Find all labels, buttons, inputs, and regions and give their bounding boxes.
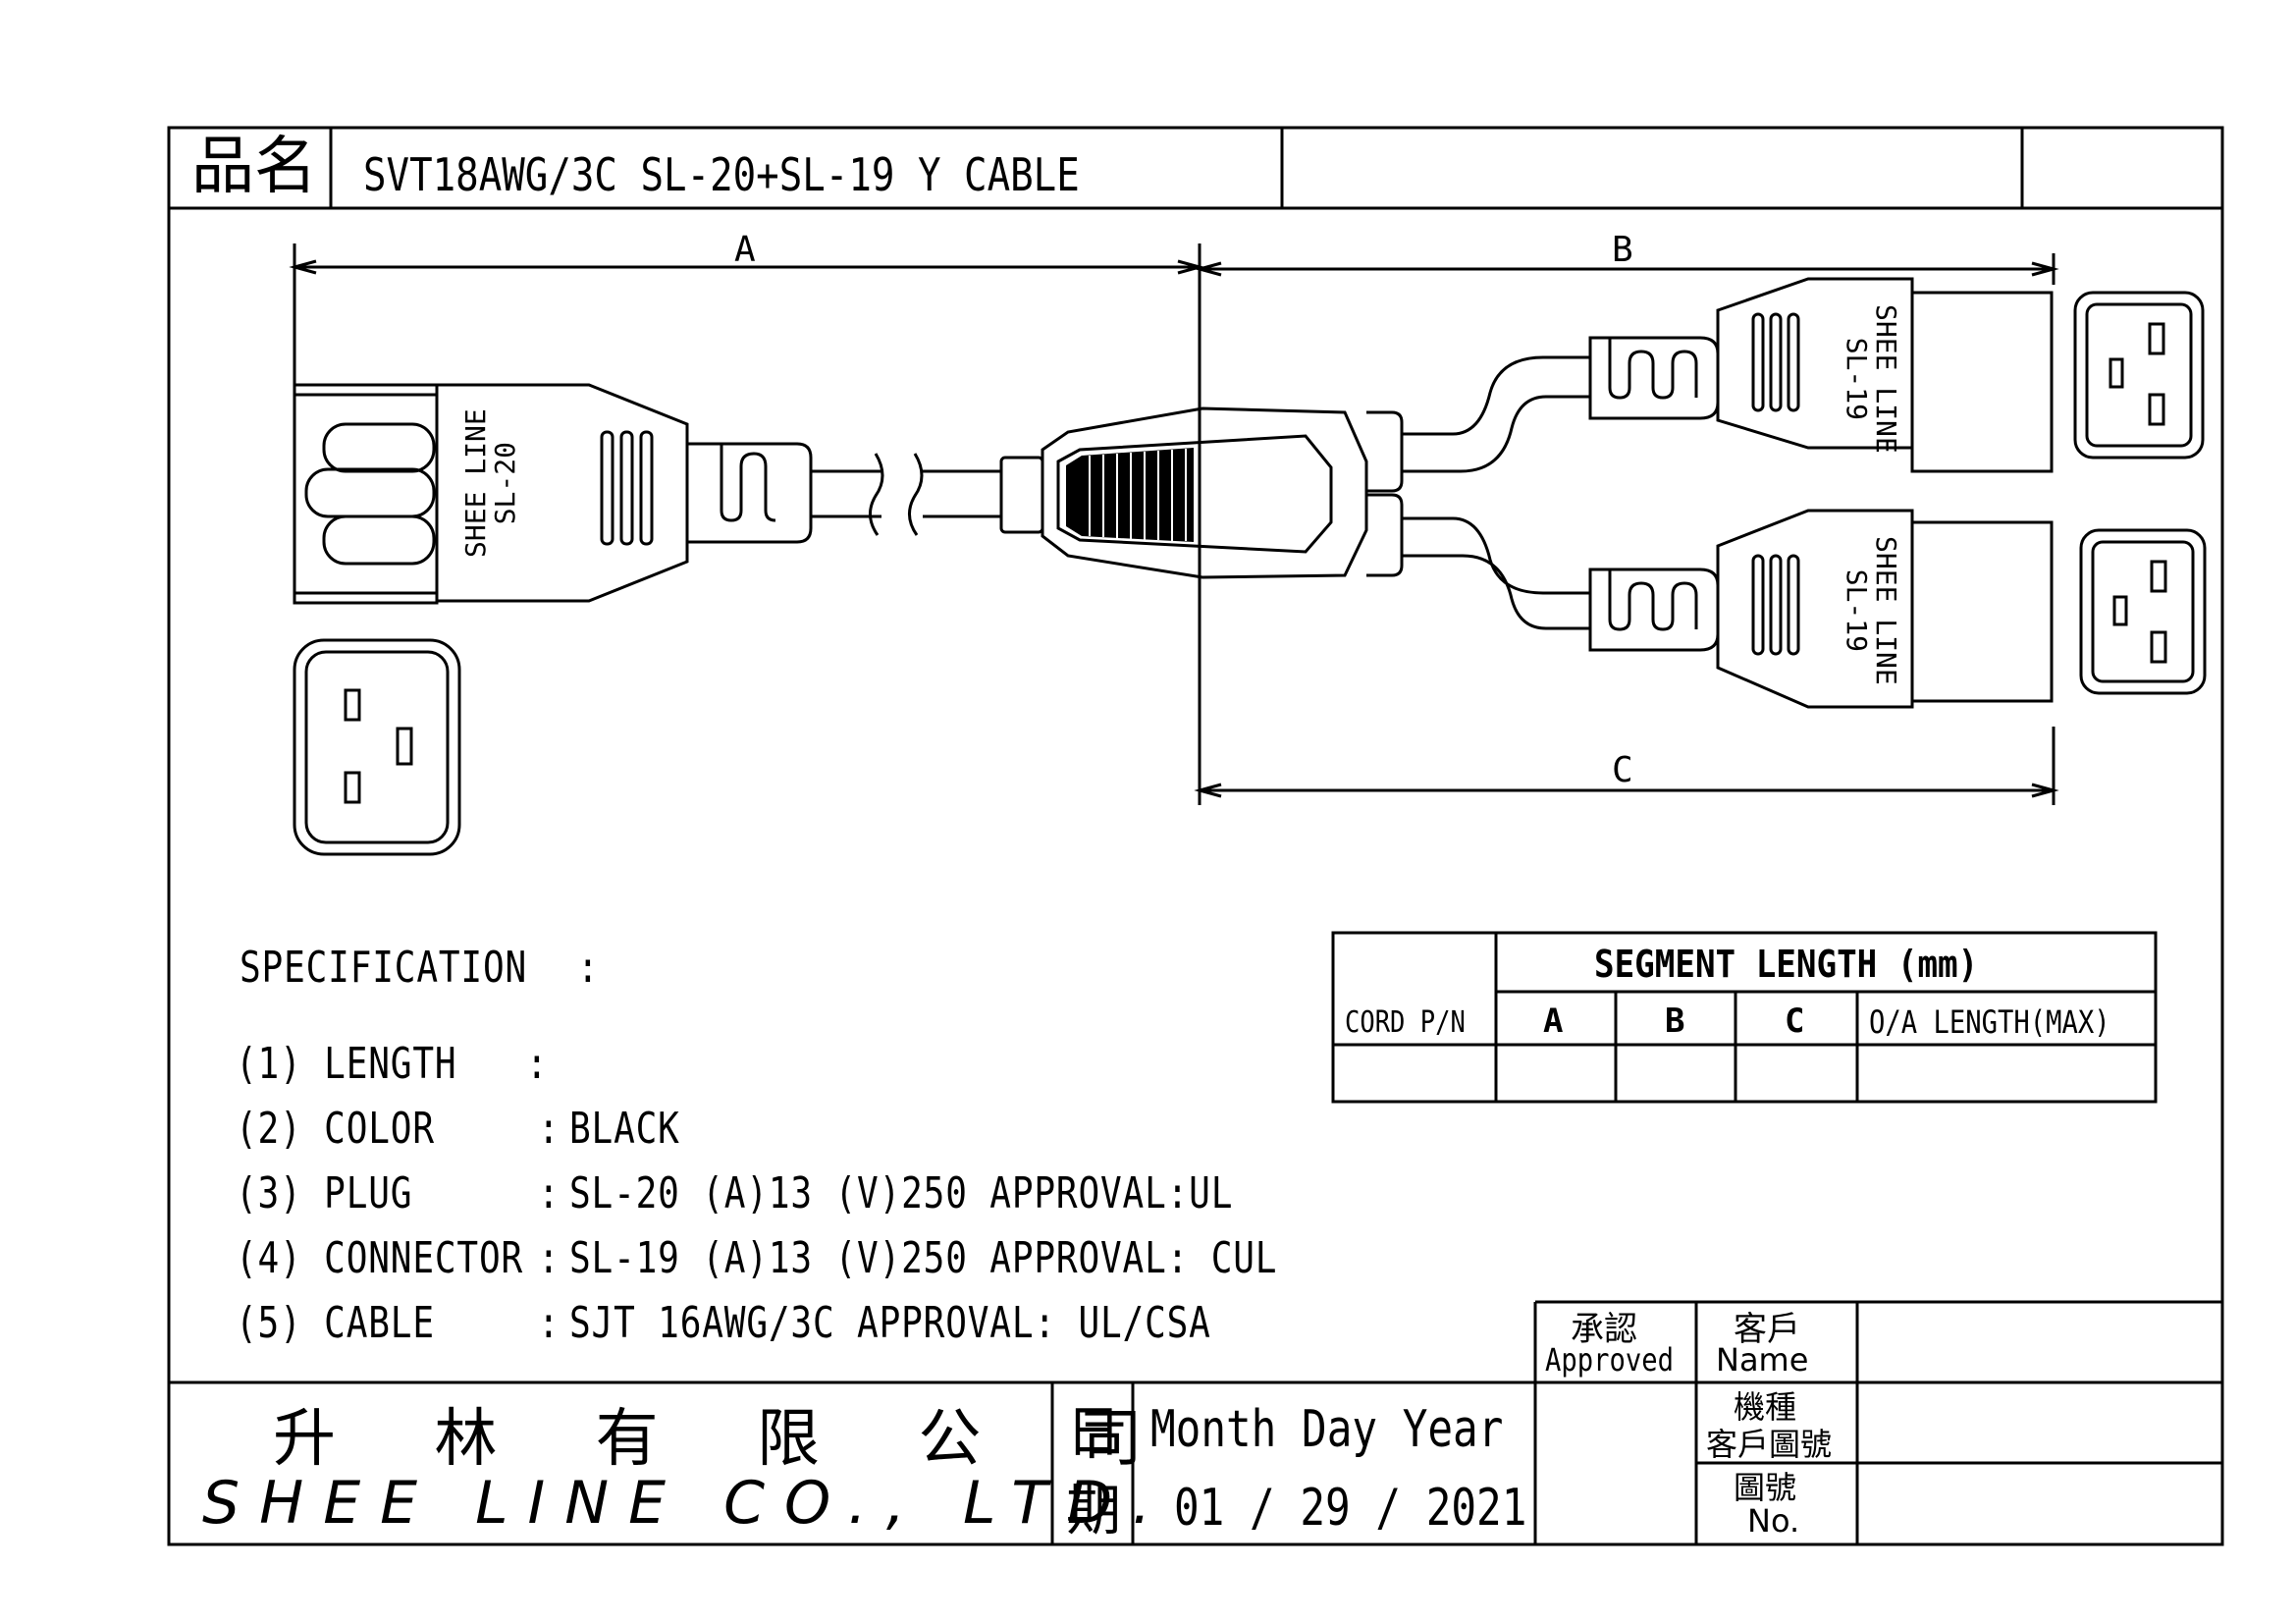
spec-row-value: BLACK [569,1104,680,1154]
segment-table-col-a: A [1543,1001,1564,1041]
spec-row-sep: : [538,1233,561,1283]
product-label: 品名 [191,131,317,203]
plug-model: SL-20 [489,442,521,525]
spec-heading-colon: : [577,943,600,993]
connector-upper-model: SL-19 [1841,337,1873,420]
connector-lower-label: SHEE LINE SL-19 [1841,536,1902,685]
model-cn: 機種 [1734,1388,1797,1426]
spec-row-label: (5) CABLE [236,1298,435,1348]
customer-en: Name [1716,1341,1809,1379]
dim-a-label: A [734,230,756,270]
connector-lower-model: SL-19 [1841,568,1873,652]
connector-upper-label: SHEE LINE SL-19 [1841,304,1902,454]
segment-table-grid [1331,931,2158,1104]
segment-table-col-b: B [1665,1001,1685,1041]
approved-en: Approved [1545,1341,1675,1379]
plug-sl20-face [293,638,461,856]
spec-heading: SPECIFICATION [240,943,528,993]
connector-sl19-face-lower [2079,528,2207,695]
date-value: 01 / 29 / 2021 [1174,1479,1527,1538]
connector-sl19-lower [1588,509,2054,709]
company-name-cn: 升 林 有 限 公 司 [273,1403,1182,1476]
y-splitter [999,355,1590,630]
plug-brand: SHEE LINE [459,408,492,558]
spec-row-sep: : [538,1298,561,1348]
spec-row-value: SL-19 (A)13 (V)250 APPROVAL: CUL [569,1233,1278,1283]
spec-row-sep: : [538,1104,561,1154]
plug-label: SHEE LINE SL-20 [459,408,521,558]
spec-row-label: (4) CONNECTOR [236,1233,524,1283]
plug-sl20 [293,383,1001,605]
dim-c-label: C [1612,750,1633,790]
product-name: SVT18AWG/3C SL-20+SL-19 Y CABLE [363,148,1080,201]
spec-row-value: SL-20 (A)13 (V)250 APPROVAL:UL [569,1168,1234,1218]
spec-row-label: (1) LENGTH [236,1039,457,1089]
approved-cn: 承認 [1571,1310,1637,1349]
segment-table-cord-pn: CORD P/N [1345,1005,1466,1040]
spec-row-sep: : [538,1168,561,1218]
connector-upper-brand: SHEE LINE [1870,304,1902,454]
spec-row-label: (2) COLOR [236,1104,435,1154]
date-label: Month Day Year [1150,1400,1504,1459]
segment-table-col-oa: O/A LENGTH(MAX) [1869,1003,2110,1041]
footer-grid [169,1300,2222,1544]
customer-cn: 客戶 [1734,1310,1800,1349]
date-char-1: 日 [1066,1401,1121,1465]
drawing-no-en: No. [1747,1502,1800,1540]
spec-row-sep: : [526,1039,549,1089]
sheet-border [167,126,2224,1546]
date-char-2: 期 [1066,1480,1121,1543]
spec-row-label: (3) PLUG [236,1168,413,1218]
company-name-en: SHEE LINE CO., LTD. [202,1469,1171,1538]
connector-sl19-face-upper [2073,291,2205,460]
connector-sl19-upper [1588,277,2054,473]
drawing-no-cn: 圖號 [1734,1469,1797,1506]
segment-table-col-c: C [1785,1001,1805,1041]
dim-b-label: B [1612,230,1633,270]
spec-row-value: SJT 16AWG/3C APPROVAL: UL/CSA [569,1298,1211,1348]
segment-table-title: SEGMENT LENGTH (mm) [1594,943,1979,986]
connector-lower-brand: SHEE LINE [1870,536,1902,685]
customer-drawing-cn: 客戶圖號 [1706,1426,1833,1463]
